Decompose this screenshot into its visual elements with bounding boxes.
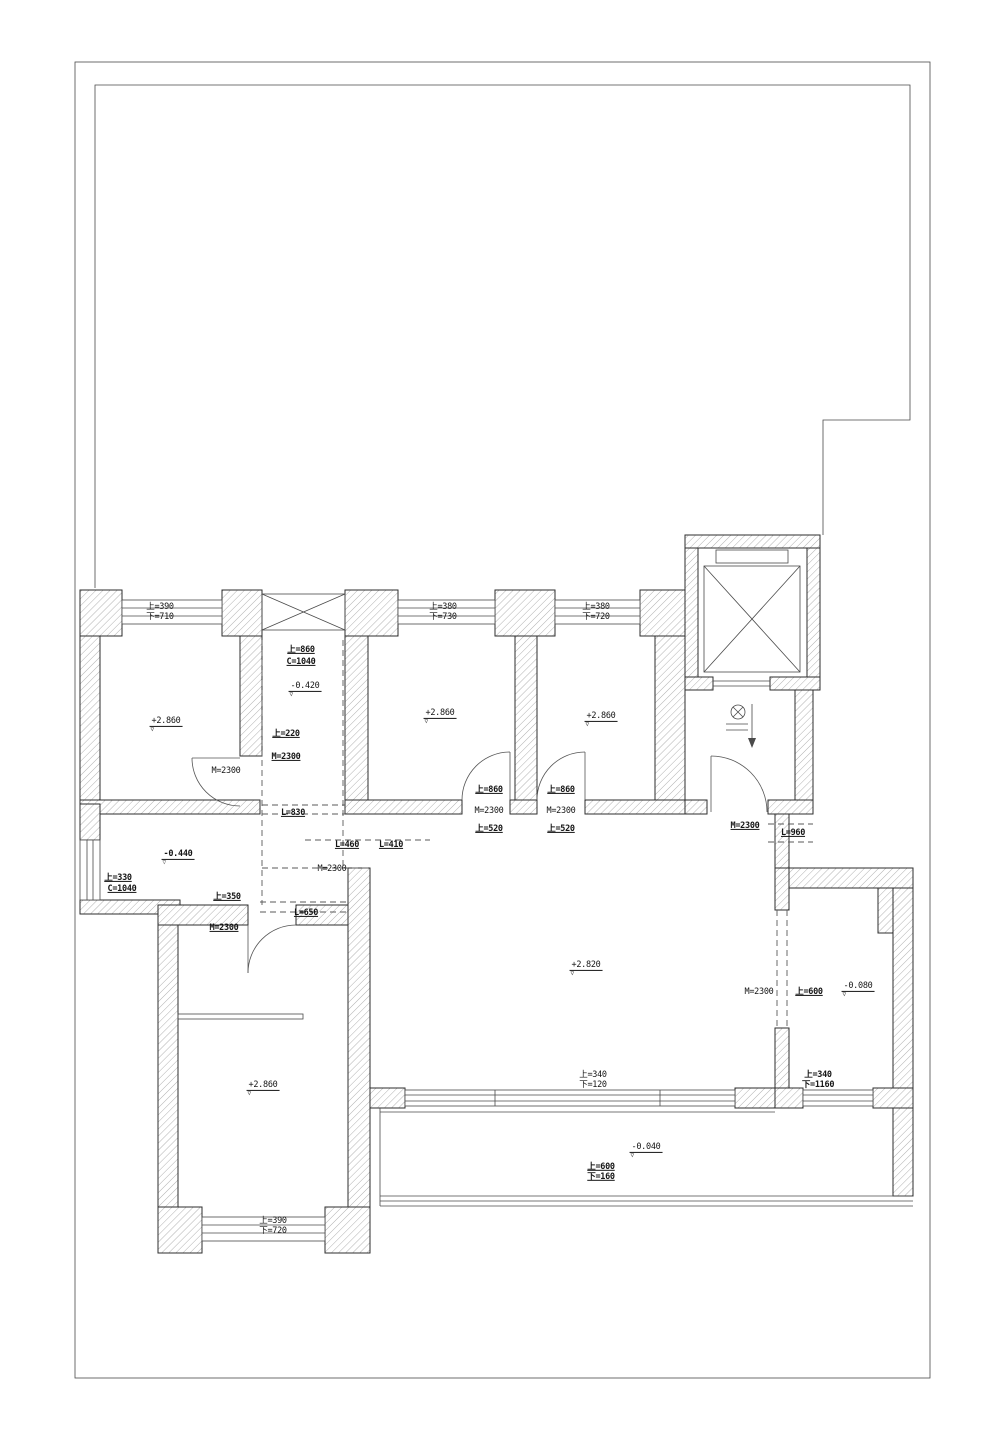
elevator-shaft (684, 534, 821, 691)
stair-icon (726, 704, 756, 748)
elevator-cabin (703, 565, 801, 673)
door-arc-room3 (536, 751, 586, 801)
elevator-counterweight (715, 549, 789, 564)
doors-layer (191, 751, 768, 974)
dashed-layer (260, 640, 813, 1028)
terrace-outline (94, 84, 911, 588)
windows-layer (79, 593, 874, 1242)
balcony-layer (379, 1108, 913, 1207)
door-arc-room2 (461, 751, 511, 801)
page-border (74, 61, 931, 1379)
arrow-head (748, 738, 756, 748)
door-arc-bottom-left-room (247, 924, 297, 974)
walls-layer (79, 589, 914, 1254)
door-arc-entry (710, 755, 768, 813)
duct-shaft-box (261, 593, 346, 631)
door-arc-room1 (191, 757, 241, 807)
